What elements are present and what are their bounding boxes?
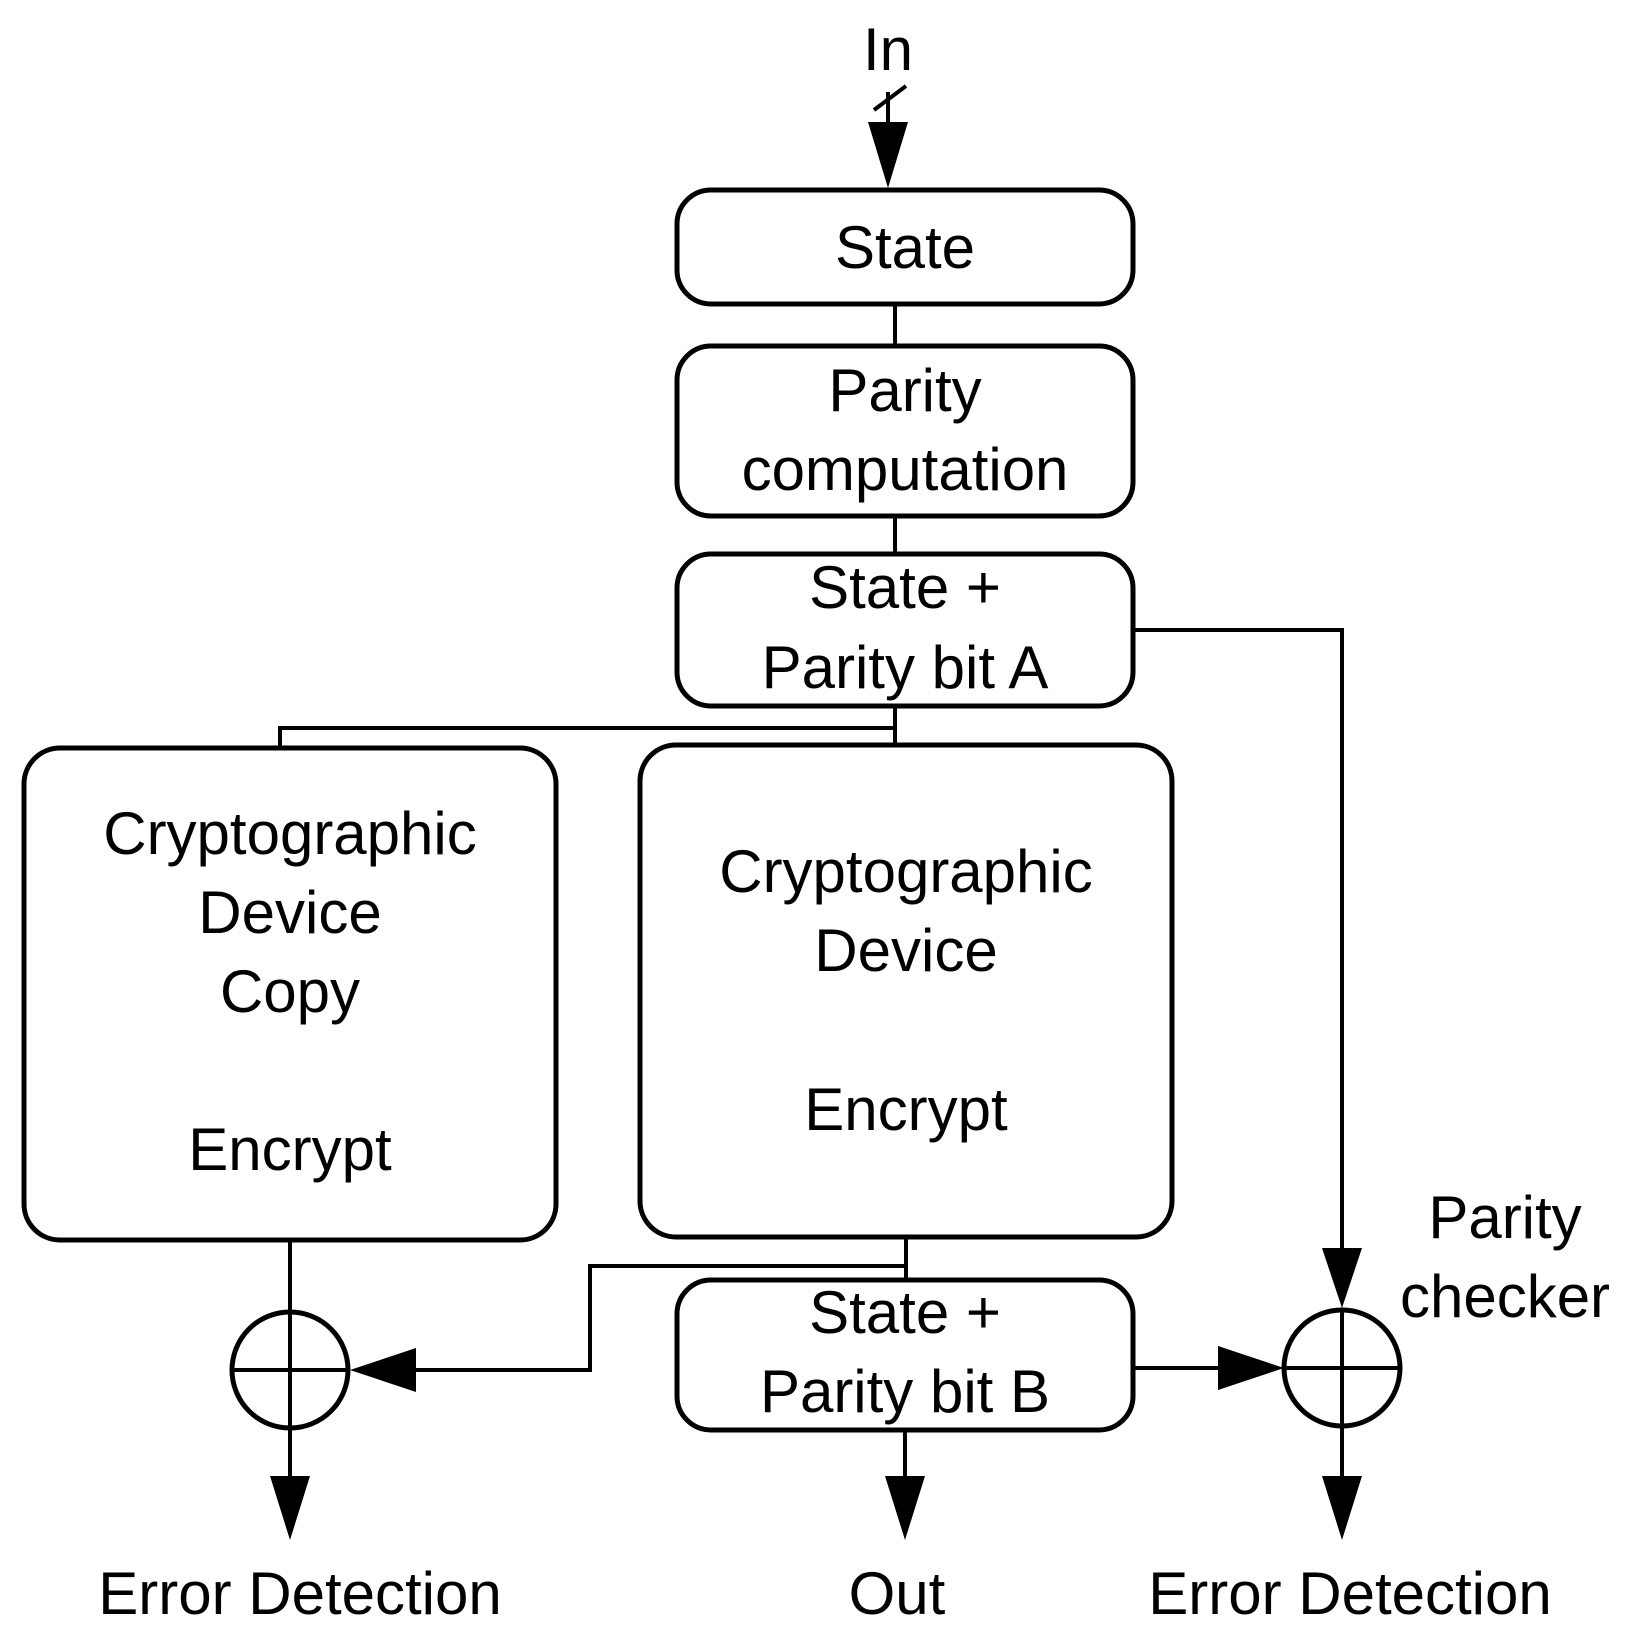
left-xor-icon [229,1309,351,1431]
right-error-detection-label: Error Detection [1148,1560,1551,1627]
checker-top-arrowhead [1322,1248,1362,1308]
input-label: In [863,16,913,83]
parity-computation-box: Parity computation [674,343,1136,519]
svg-text:Parity bit B: Parity bit B [760,1358,1050,1425]
svg-text:Parity: Parity [828,357,981,424]
svg-text:Device: Device [198,879,381,946]
svg-text:State +: State + [809,554,1001,621]
state-parity-b-box: State + Parity bit B [674,1277,1136,1433]
left-xor-arrowhead [350,1348,416,1392]
crypto-device-box: Cryptographic Device Encrypt [637,742,1175,1240]
device-to-left-xor-line [400,1264,906,1372]
right-output-arrowhead [1322,1476,1362,1540]
checker-left-arrowhead [1218,1346,1284,1390]
parity-checker-label-line1: Parity [1428,1184,1581,1251]
input-arrowhead [868,122,908,188]
split-line [278,706,897,748]
crypto-device-copy-box: Cryptographic Device Copy Encrypt [21,745,559,1243]
state-parity-a-box: State + Parity bit A [674,551,1136,709]
svg-text:State +: State + [809,1279,1001,1346]
out-label: Out [849,1560,946,1627]
bus-slash-mark [872,84,908,112]
out-arrowhead [885,1476,925,1540]
svg-text:computation: computation [742,436,1069,503]
svg-text:State: State [835,214,975,281]
svg-text:Device: Device [814,917,997,984]
svg-text:Cryptographic: Cryptographic [719,838,1093,905]
parity-checker-label-line2: checker [1400,1263,1610,1330]
svg-text:Cryptographic: Cryptographic [103,800,477,867]
svg-text:Parity bit A: Parity bit A [762,634,1049,701]
svg-text:Encrypt: Encrypt [188,1116,392,1183]
svg-text:Encrypt: Encrypt [804,1076,1008,1143]
parity-a-to-checker-line [1133,628,1344,1250]
parity-checker-xor-icon [1281,1307,1403,1429]
left-error-detection-label: Error Detection [98,1560,501,1627]
state-box: State [674,187,1136,307]
svg-text:Copy: Copy [220,958,360,1025]
left-output-arrowhead [270,1476,310,1540]
